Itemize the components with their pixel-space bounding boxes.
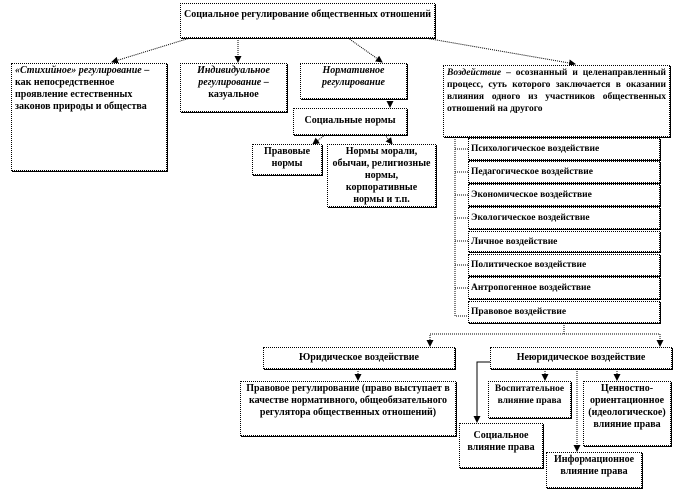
impact-type: Педагогическое воздействие: [468, 161, 660, 183]
term: Индивидуальное регулирование: [197, 65, 270, 88]
definition: – казуальное: [208, 77, 269, 100]
impact-type: Экологическое воздействие: [468, 207, 660, 229]
informational-influence-node: Информационное влияние права: [546, 452, 642, 488]
impact-type: Экономическое воздействие: [468, 184, 660, 206]
normative-regulation-node: Нормативное регулирование: [300, 63, 407, 99]
other-norms-node: Нормы морали, обычаи, религиозные нормы,…: [327, 144, 436, 207]
definition: – как непосредственное проявление естест…: [15, 65, 150, 112]
impact-type: Политическое воздействие: [468, 254, 660, 276]
impact-node: Воздействие – осознанный и целенаправлен…: [443, 65, 670, 137]
impact-type: Правовое воздействие: [468, 301, 660, 323]
nonjuridical-impact-node: Неюридическое воздействие: [490, 347, 672, 369]
value-influence-node: Ценностно-ориентационное (идеологическое…: [583, 381, 671, 446]
root-node: Социальное регулирование общественных от…: [180, 3, 435, 38]
term: «Стихийное» регулирование: [15, 65, 142, 76]
individual-regulation-node: Индивидуальное регулирование – казуально…: [180, 63, 287, 112]
social-influence-node: Социальное влияние права: [459, 423, 543, 468]
juridical-impact-node: Юридическое воздействие: [263, 347, 455, 369]
legal-regulation-node: Правовое регулирование (право выступает …: [240, 381, 456, 436]
spontaneous-regulation-node: «Стихийное» регулирование – как непосред…: [11, 63, 167, 171]
impact-type: Антропогенное воздействие: [468, 277, 660, 299]
social-norms-node: Социальные нормы: [293, 108, 407, 135]
legal-norms-node: Правовые нормы: [252, 144, 322, 175]
impact-type: Личное воздействие: [468, 231, 660, 252]
educational-influence-node: Воспитательное влияние права: [488, 381, 571, 418]
impact-type: Психологическое воздействие: [468, 138, 660, 160]
term: Воздействие: [447, 68, 502, 78]
definition: – осознанный и целенаправленный процесс,…: [447, 68, 666, 114]
